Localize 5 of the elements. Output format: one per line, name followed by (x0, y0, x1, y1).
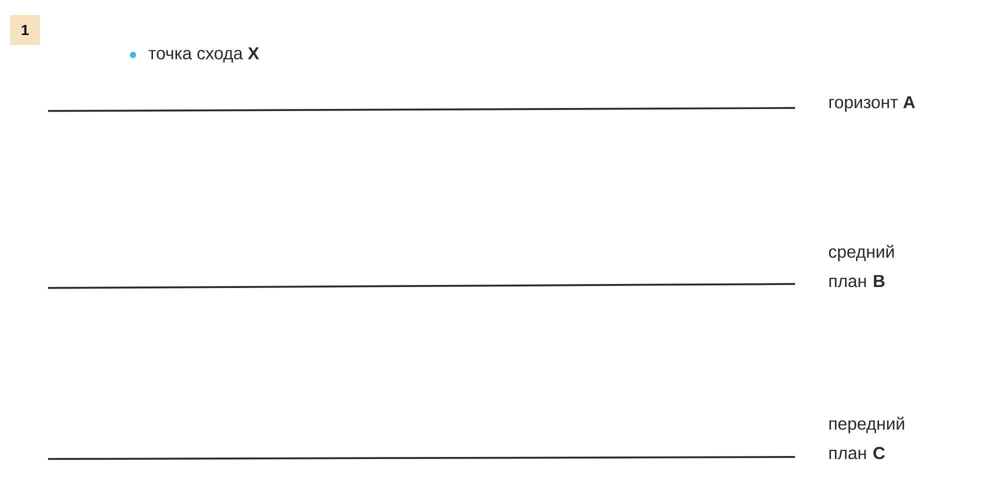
label: точка схода X (148, 47, 260, 63)
number-badge: 1 (10, 15, 40, 45)
label: передний план C (829, 416, 904, 460)
label: средний план B (829, 244, 894, 288)
label: горизонт A (829, 96, 915, 112)
